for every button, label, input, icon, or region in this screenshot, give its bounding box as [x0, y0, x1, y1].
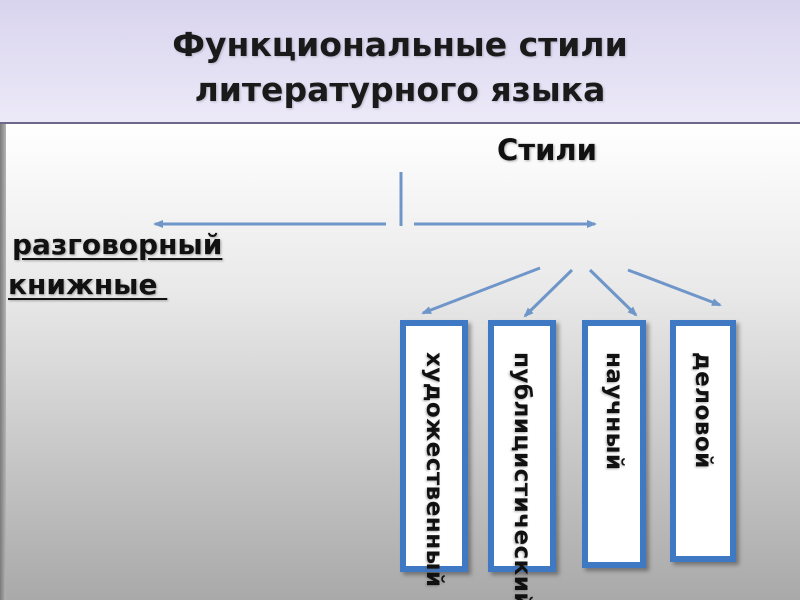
root-label: Стили — [497, 133, 597, 167]
title-band: Функциональные стили литературного языка — [0, 0, 800, 124]
style-box-label: деловой — [690, 352, 716, 469]
style-box-label: публицистический — [509, 352, 535, 600]
style-box-publicistic: публицистический — [488, 320, 556, 600]
branch-arrow-3 — [588, 268, 638, 317]
style-box-label: художественный — [421, 352, 447, 588]
left-label-bookish: книжные — [8, 268, 168, 301]
left-edge-strip — [0, 124, 6, 600]
branch-arrow-4 — [627, 268, 722, 307]
title-line-1: Функциональные стили — [172, 25, 628, 64]
style-box-business: деловой — [670, 320, 736, 562]
style-box-label: научный — [601, 352, 627, 471]
left-label-conversational: разговорный — [12, 228, 223, 261]
title-line-2: литературного языка — [194, 70, 606, 109]
style-box-artistic: художественный — [400, 320, 468, 588]
branch-arrow-1 — [421, 266, 541, 315]
slide-title: Функциональные стили литературного языка — [0, 22, 800, 112]
branch-arrow-2 — [523, 268, 574, 318]
style-box-scientific: научный — [582, 320, 646, 568]
